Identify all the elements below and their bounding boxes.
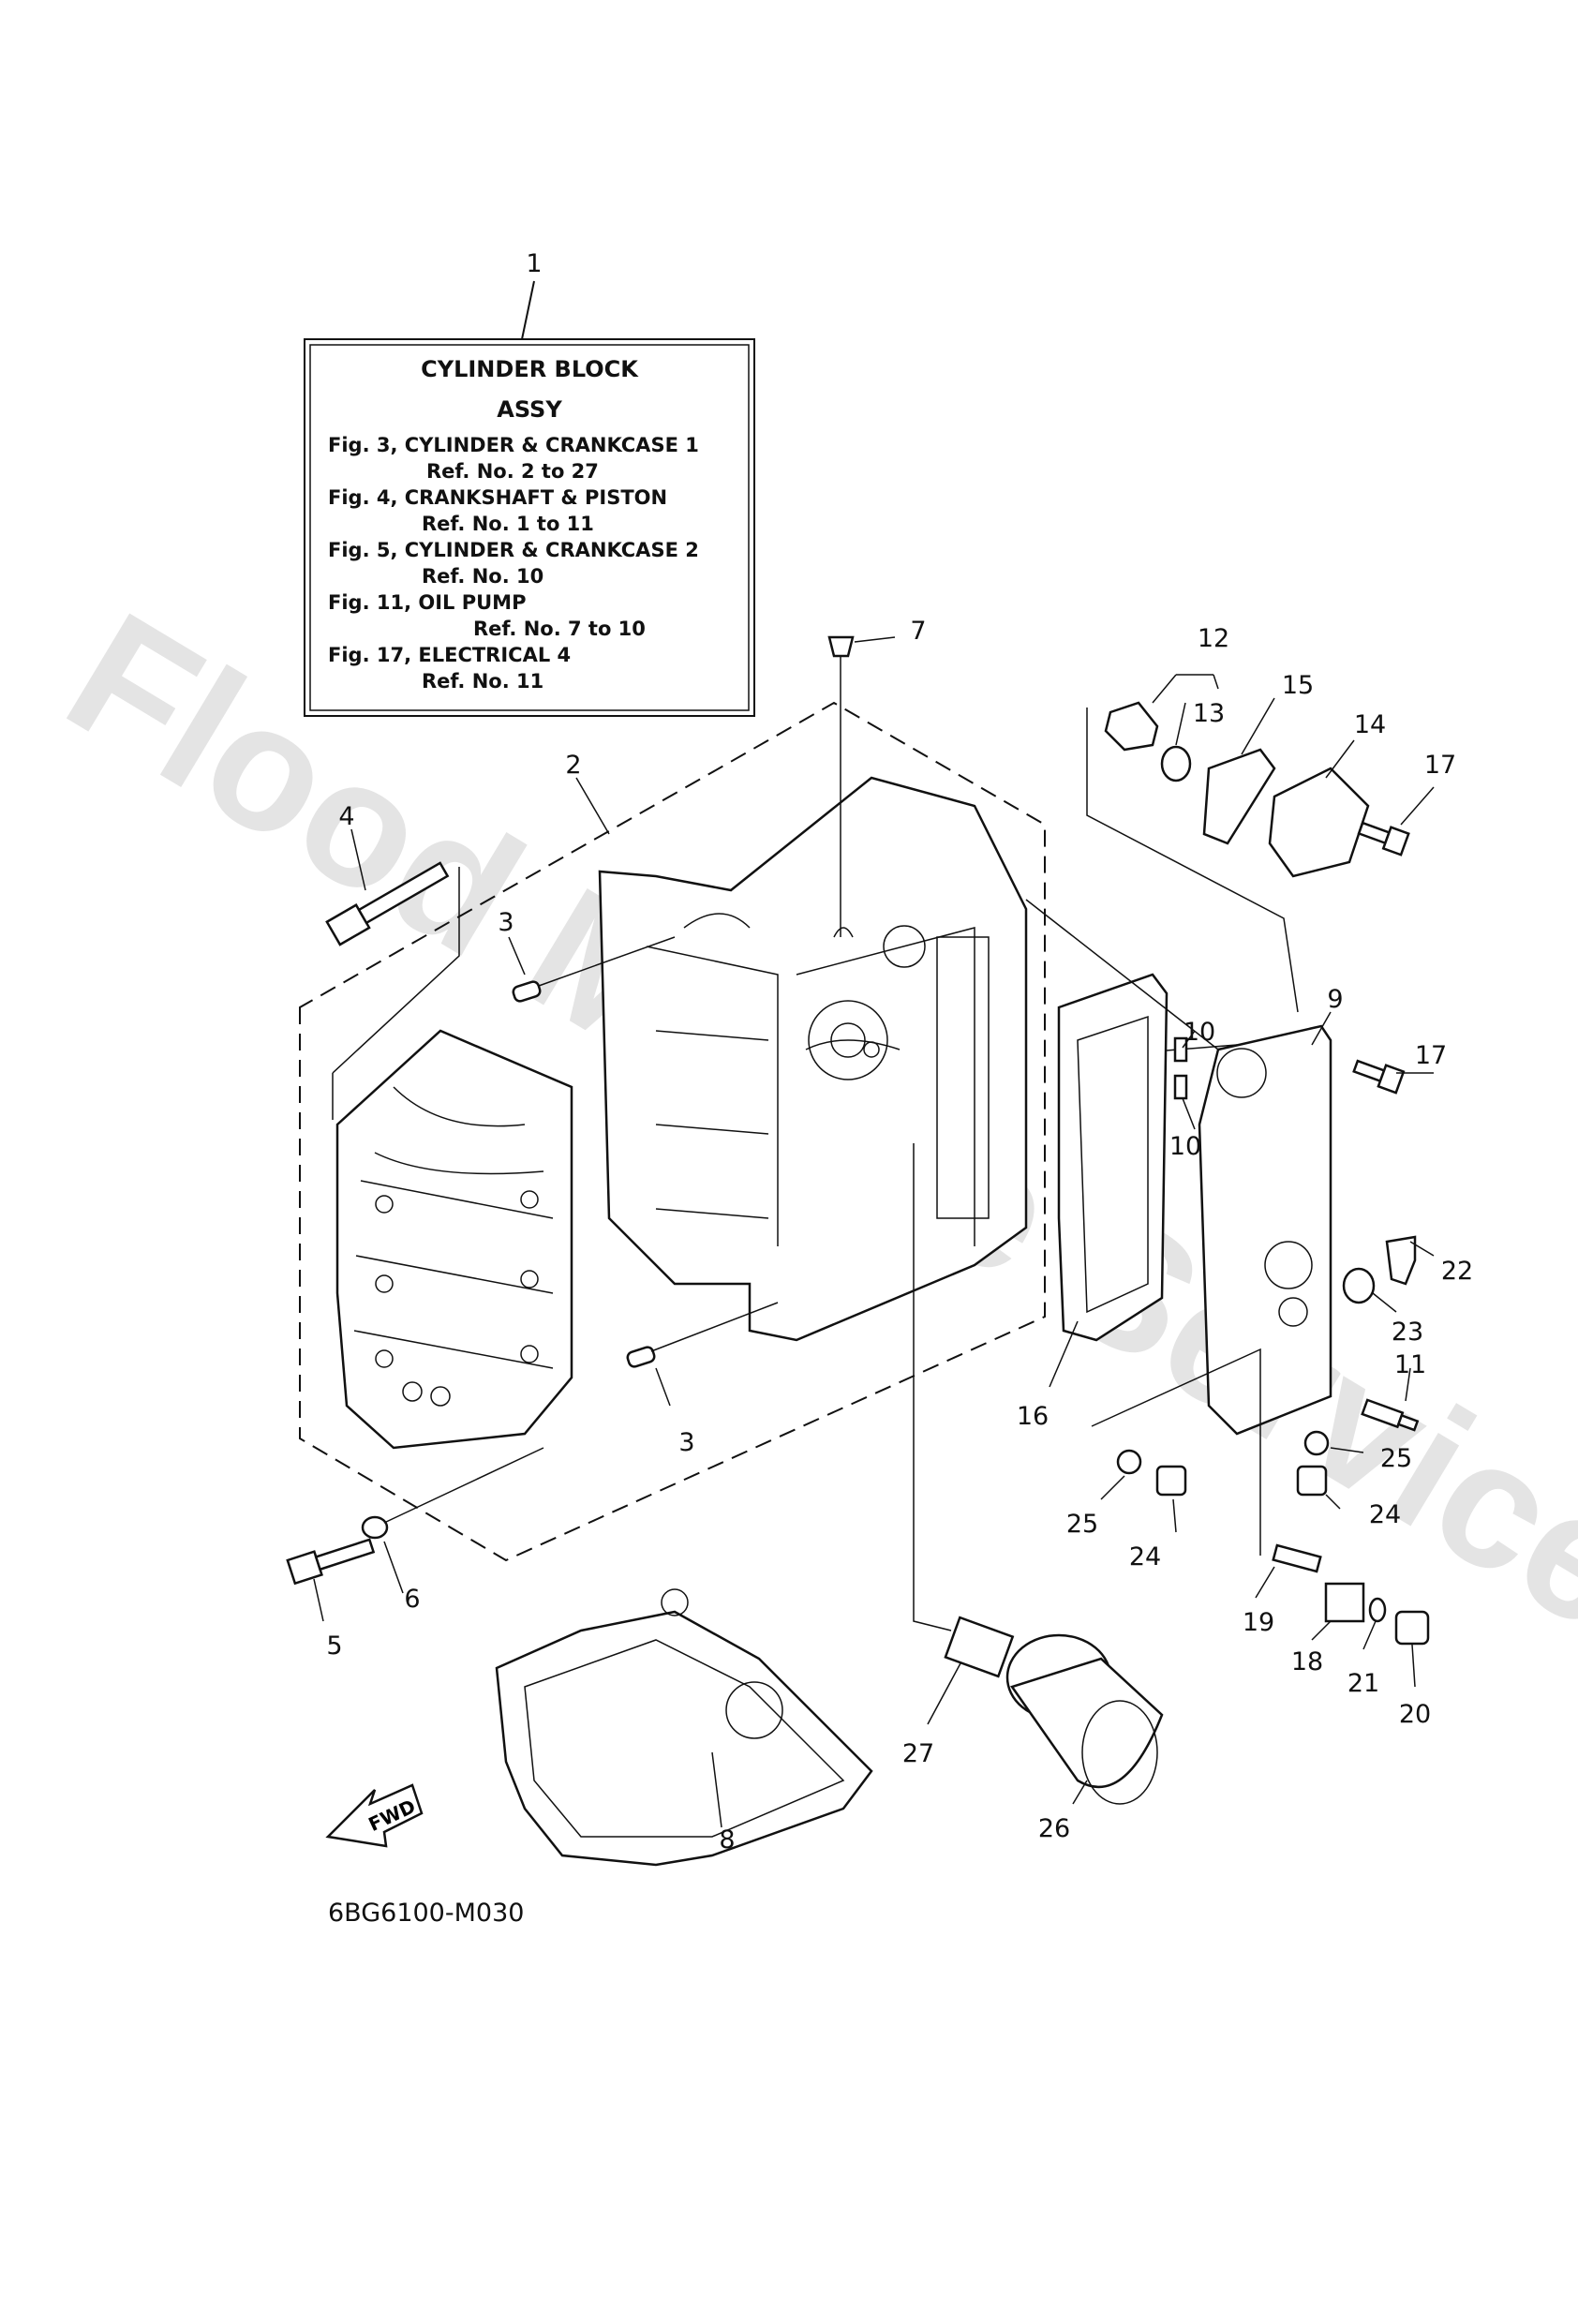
info-line: Fig. 4, CRANKSHAFT & PISTON bbox=[328, 486, 667, 509]
bolt-part bbox=[325, 861, 450, 946]
fwd-arrow-icon: FWD bbox=[325, 1783, 424, 1848]
crankcase-part bbox=[335, 1029, 573, 1450]
bolt-part bbox=[1352, 1059, 1406, 1095]
info-line: Fig. 17, ELECTRICAL 4 bbox=[328, 644, 571, 666]
callout-24: 24 bbox=[1129, 1542, 1161, 1572]
washer-part bbox=[361, 1515, 389, 1540]
callout-4: 4 bbox=[338, 802, 354, 831]
callout-3: 3 bbox=[498, 908, 514, 937]
dowel-pin bbox=[512, 980, 542, 1003]
callout-27: 27 bbox=[902, 1739, 934, 1768]
callout-15: 14 bbox=[1354, 710, 1386, 739]
assembly-boundary bbox=[299, 701, 1046, 1562]
callout-12: 12 bbox=[1198, 624, 1229, 653]
callout-21: 21 bbox=[1347, 1669, 1379, 1698]
info-box-title: CYLINDER BLOCK bbox=[421, 356, 639, 382]
part-code: 6BG6100-M030 bbox=[328, 1899, 524, 1928]
callouts: 1 2 3 3 4 5 6 7 8 9 10 10 11 12 13 15 14… bbox=[326, 249, 1473, 1855]
callout-23: 23 bbox=[1392, 1318, 1423, 1347]
info-box-subtitle: ASSY bbox=[497, 396, 562, 423]
callout-14: 15 bbox=[1282, 671, 1314, 700]
callout-13: 13 bbox=[1193, 699, 1225, 728]
callout-26: 26 bbox=[1038, 1814, 1070, 1843]
info-line: Ref. No. 7 to 10 bbox=[473, 618, 646, 640]
o-ring-part bbox=[1368, 1597, 1387, 1623]
union-bolt-part bbox=[944, 1616, 1015, 1678]
info-line: Fig. 3, CYLINDER & CRANKCASE 1 bbox=[328, 434, 699, 456]
sleeve-part bbox=[1324, 1582, 1365, 1623]
callout-10: 10 bbox=[1169, 1132, 1201, 1161]
callout-11: 11 bbox=[1394, 1350, 1426, 1379]
callout-20: 20 bbox=[1399, 1700, 1431, 1729]
seal-part bbox=[1160, 745, 1192, 782]
info-line: Fig. 5, CYLINDER & CRANKCASE 2 bbox=[328, 539, 699, 561]
pin-part bbox=[1173, 1036, 1188, 1063]
screw-part bbox=[1361, 1398, 1420, 1432]
callout-6: 6 bbox=[404, 1585, 420, 1614]
dowel-pin bbox=[626, 1346, 656, 1368]
cover-part bbox=[1198, 1024, 1332, 1436]
thermostat-part bbox=[1104, 701, 1159, 752]
callout-16: 16 bbox=[1017, 1402, 1049, 1431]
info-line: Ref. No. 11 bbox=[422, 670, 543, 693]
callout-25: 25 bbox=[1380, 1444, 1412, 1473]
plug-part bbox=[1394, 1610, 1430, 1646]
info-line: Ref. No. 1 to 11 bbox=[422, 513, 594, 535]
callout-10: 10 bbox=[1184, 1018, 1215, 1047]
oil-filter-part bbox=[1005, 1633, 1164, 1805]
plug-part bbox=[1296, 1465, 1328, 1497]
gasket-part bbox=[495, 1588, 873, 1867]
callout-3: 3 bbox=[678, 1428, 694, 1457]
callout-9: 9 bbox=[1327, 985, 1343, 1014]
info-line: Ref. No. 2 to 27 bbox=[426, 460, 599, 483]
thermostat-cover-part bbox=[1268, 767, 1370, 878]
leader-lines bbox=[313, 697, 1435, 1828]
bolt-part bbox=[1357, 821, 1410, 857]
callout-2: 2 bbox=[565, 751, 581, 780]
bolt-part bbox=[286, 1538, 376, 1586]
plug-part bbox=[1385, 1235, 1417, 1286]
callout-22: 22 bbox=[1441, 1257, 1473, 1286]
info-line: Ref. No. 10 bbox=[422, 565, 543, 588]
info-box: CYLINDER BLOCK ASSY Fig. 3, CYLINDER & C… bbox=[304, 338, 755, 717]
gasket-part bbox=[1202, 748, 1276, 845]
gasket-part bbox=[1057, 973, 1169, 1342]
callout-1: 1 bbox=[526, 249, 542, 278]
washer-part bbox=[1303, 1430, 1330, 1456]
callout-24: 24 bbox=[1369, 1500, 1401, 1529]
callout-25: 25 bbox=[1066, 1510, 1098, 1539]
o-ring-part bbox=[1342, 1267, 1376, 1304]
cylinder-block-part bbox=[598, 776, 1028, 1342]
callout-18: 18 bbox=[1291, 1647, 1323, 1676]
callout-17: 17 bbox=[1415, 1041, 1447, 1070]
info-line: Fig. 11, OIL PUMP bbox=[328, 591, 526, 614]
callout-7: 7 bbox=[910, 617, 926, 646]
callout-5: 5 bbox=[326, 1631, 342, 1661]
washer-part bbox=[1116, 1449, 1142, 1475]
callout-19: 19 bbox=[1243, 1608, 1274, 1637]
pin-part bbox=[1173, 1074, 1188, 1100]
plug-part bbox=[827, 635, 855, 658]
plug-part bbox=[1155, 1465, 1187, 1497]
callout-8: 8 bbox=[719, 1825, 735, 1855]
bolt-part bbox=[1272, 1543, 1322, 1573]
callout-17: 17 bbox=[1424, 751, 1456, 780]
